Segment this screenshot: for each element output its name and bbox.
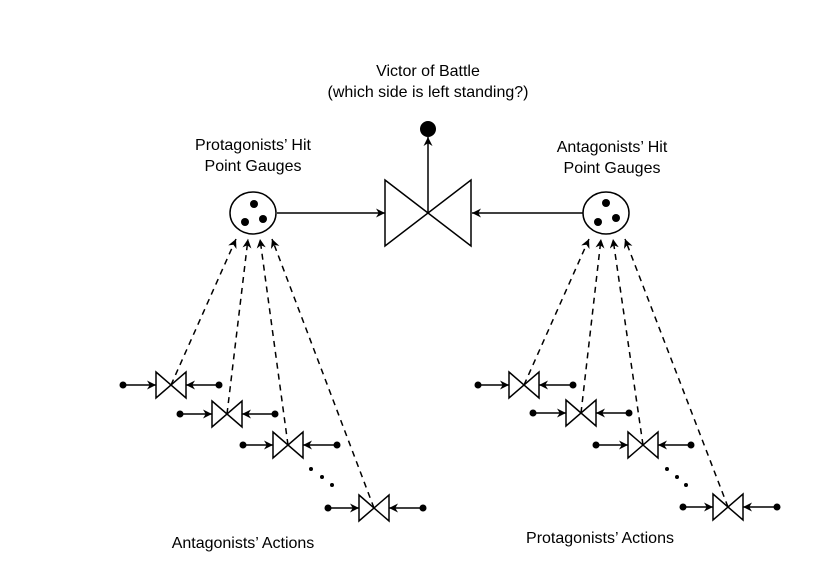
ellipsis-dot bbox=[320, 475, 324, 479]
action-input-node bbox=[239, 441, 247, 449]
ellipsis-dot bbox=[675, 475, 679, 479]
ellipsis-dot bbox=[330, 483, 334, 487]
victor-node bbox=[420, 121, 436, 137]
protagonists-gauge-label-line1: Protagonists’ Hit bbox=[195, 137, 311, 154]
victor-label-line1: Victor of Battle bbox=[376, 63, 480, 80]
action-valve-icon bbox=[712, 492, 744, 522]
action-input-node bbox=[474, 381, 482, 389]
action-input-node bbox=[215, 381, 223, 389]
action-valve-icon bbox=[272, 430, 304, 460]
action-valve-icon bbox=[358, 493, 390, 523]
antagonists-gauge-label-line2: Point Gauges bbox=[564, 160, 661, 177]
action-dashed-arrow bbox=[170, 238, 237, 386]
antagonists-actions-label: Antagonists’ Actions bbox=[172, 535, 315, 552]
ellipsis-dot bbox=[665, 467, 669, 471]
action-input-node bbox=[687, 441, 695, 449]
antagonists-gauge bbox=[582, 191, 630, 235]
gauge-token bbox=[259, 215, 267, 223]
gauge-token bbox=[241, 218, 249, 226]
action-dashed-arrow bbox=[624, 238, 729, 508]
action-dashed-arrow bbox=[256, 238, 289, 446]
action-input-node bbox=[679, 503, 687, 511]
action-input-node bbox=[324, 504, 332, 512]
ellipsis-dot bbox=[684, 483, 688, 487]
action-input-node bbox=[119, 381, 127, 389]
antagonists-gauge-label-line1: Antagonists’ Hit bbox=[557, 139, 668, 156]
gauge-token bbox=[612, 214, 620, 222]
action-valve-icon bbox=[627, 430, 659, 460]
protagonists-gauge-label-line2: Point Gauges bbox=[205, 158, 302, 175]
victor-label-line2: (which side is left standing?) bbox=[328, 84, 529, 101]
action-dashed-arrow bbox=[523, 238, 590, 386]
action-valve-icon bbox=[155, 370, 187, 400]
action-input-node bbox=[625, 409, 633, 417]
action-input-node bbox=[333, 441, 341, 449]
protagonists-gauge bbox=[229, 191, 277, 235]
action-dashed-arrow bbox=[270, 238, 375, 509]
gauge-token bbox=[250, 200, 258, 208]
ellipsis-dot bbox=[309, 467, 313, 471]
action-dashed-arrow bbox=[226, 238, 252, 415]
action-input-node bbox=[773, 503, 781, 511]
gauge-token bbox=[594, 218, 602, 226]
action-input-node bbox=[529, 409, 537, 417]
action-valve-icon bbox=[565, 398, 597, 428]
action-input-node bbox=[419, 504, 427, 512]
action-input-node bbox=[569, 381, 577, 389]
action-valve-icon bbox=[508, 370, 540, 400]
gauge-token bbox=[602, 199, 610, 207]
action-dashed-arrow bbox=[609, 238, 644, 446]
action-input-node bbox=[592, 441, 600, 449]
action-input-node bbox=[271, 410, 279, 418]
protagonists-actions-label: Protagonists’ Actions bbox=[526, 530, 674, 547]
action-valve-icon bbox=[211, 399, 243, 429]
action-input-node bbox=[176, 410, 184, 418]
action-dashed-arrow bbox=[580, 238, 605, 414]
